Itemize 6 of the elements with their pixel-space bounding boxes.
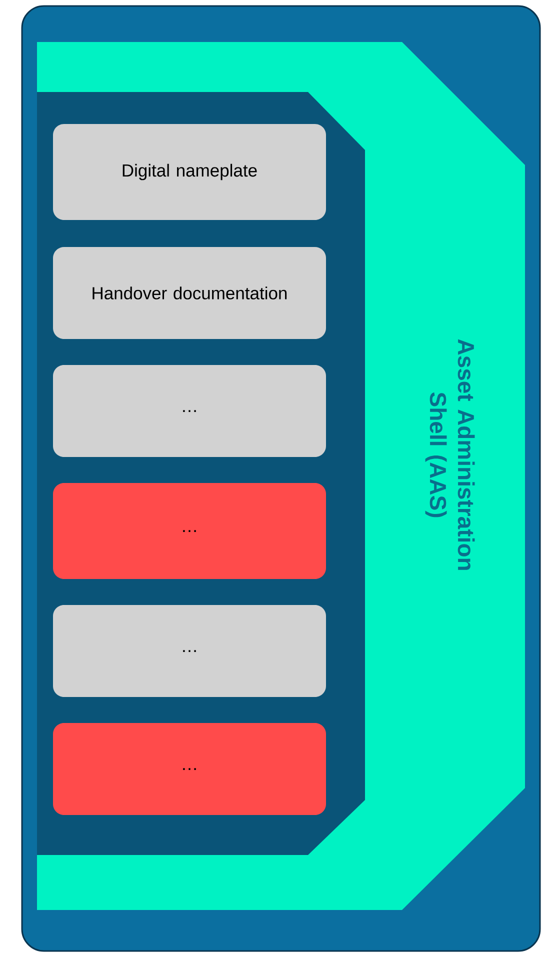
submodel-box: Digital nameplate — [53, 124, 326, 220]
submodel-box: Handover documentation — [53, 247, 326, 339]
submodel-box: … — [53, 605, 326, 697]
submodel-box: … — [53, 365, 326, 457]
submodel-box: … — [53, 723, 326, 815]
submodel-box: … — [53, 483, 326, 579]
